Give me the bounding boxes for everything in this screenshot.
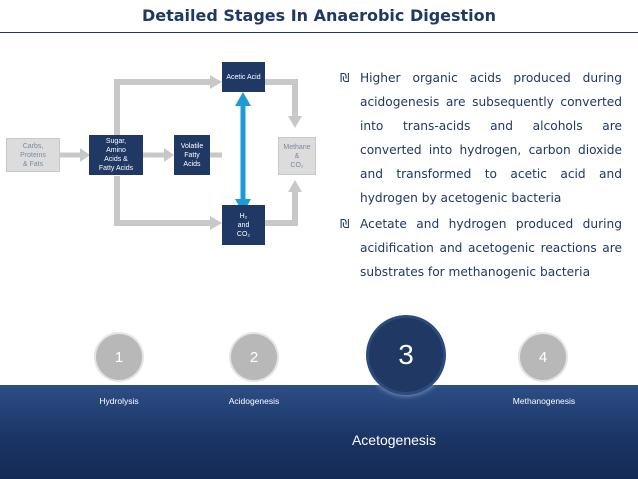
step-2-circle[interactable]: 2 [231, 334, 277, 380]
step-number: 3 [398, 339, 414, 370]
flow-diagram-arrows [60, 75, 302, 230]
page-title: Detailed Stages In Anaerobic Digestion [141, 6, 497, 25]
node-text: and [237, 221, 250, 229]
step-3-circle[interactable]: 3 [369, 318, 443, 392]
bullet-text: Acetate and hydrogen produced during aci… [360, 217, 622, 279]
step-number: 2 [249, 348, 259, 366]
bullet-item: ₪ Higher organic acids produced during a… [340, 66, 622, 210]
node-text: Volatile [180, 142, 204, 150]
node-carbs-proteins-fats: Carbs, Proteins& Fats [6, 138, 60, 172]
arrow-sugar-to-acetic [114, 79, 212, 135]
node-text: Amino [106, 147, 126, 154]
bullet-text: Higher organic acids produced during aci… [360, 71, 622, 205]
node-text: & Fats [22, 160, 44, 168]
bullet-item: ₪ Acetate and hydrogen produced during a… [340, 212, 622, 284]
node-text: Sugar, [105, 138, 127, 145]
node-text: CO₂ [236, 230, 251, 238]
node-text: Acids [183, 160, 201, 168]
bullet-marker-icon: ₪ [340, 217, 350, 231]
node-text: CO₂ [290, 161, 304, 169]
node-text: Carbs, Proteins [20, 142, 46, 159]
step-1-label: Hydrolysis [99, 396, 139, 406]
arrow-acetic-to-methane [265, 79, 298, 118]
node-text: H₂ [239, 212, 248, 220]
node-text: & [294, 152, 300, 160]
node-text: Fatty [184, 151, 200, 159]
arrow-sugar-to-h2 [114, 176, 212, 226]
arrow-h2-to-methane [265, 190, 298, 226]
step-2-label: Acidogenesis [228, 396, 280, 406]
bullet-marker-icon: ₪ [340, 71, 350, 85]
step-number: 4 [538, 348, 548, 366]
node-text: Acetic Acid [226, 73, 261, 81]
step-4-circle[interactable]: 4 [520, 334, 566, 380]
stage-band [0, 385, 638, 479]
step-4-label: Methanogenesis [512, 396, 576, 406]
node-text: Acids & [104, 156, 128, 163]
step-1-circle[interactable]: 1 [96, 334, 142, 380]
bullet-list: ₪ Higher organic acids produced during a… [340, 66, 622, 286]
node-methane-co2: Methane&CO₂ [278, 137, 316, 175]
node-text: Methane [283, 143, 311, 151]
step-3-label: Acetogenesis [351, 432, 437, 448]
node-acetic-acid: Acetic Acid [222, 62, 265, 92]
node-text: Fatty Acids [98, 165, 134, 172]
title-divider [0, 32, 638, 33]
step-number: 1 [114, 348, 124, 366]
